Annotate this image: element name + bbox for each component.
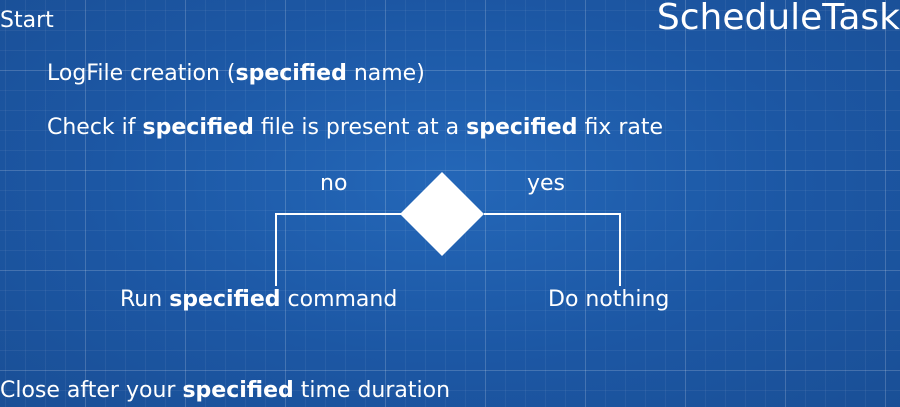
decision-no-label: no xyxy=(320,171,348,196)
close-text-b: specified xyxy=(182,378,294,403)
close-text-c: time duration xyxy=(293,378,451,403)
step2-text-e: fix rate xyxy=(577,115,664,140)
decision-yes-label: yes xyxy=(527,171,566,196)
start-label: Start xyxy=(0,8,54,33)
step2-text-b: specified xyxy=(142,115,254,140)
step-close: Close after your specified time duration xyxy=(0,380,450,402)
branch-no-text-a: Run xyxy=(120,287,170,312)
step1-text-c: name) xyxy=(346,61,425,86)
no-branch-connector xyxy=(275,213,402,286)
branch-run-command: Run specified command xyxy=(120,289,397,311)
step2-text-c: file is present at a xyxy=(253,115,467,140)
step-logfile-creation: LogFile creation (specified name) xyxy=(47,63,425,85)
close-text-a: Close after your xyxy=(0,378,183,403)
branch-do-nothing: Do nothing xyxy=(548,287,670,312)
branch-no-text-c: command xyxy=(280,287,398,312)
branch-no-text-b: specified xyxy=(169,287,281,312)
diagram-title: ScheduleTask xyxy=(656,0,900,38)
step1-text-a: LogFile creation ( xyxy=(47,61,236,86)
step2-text-a: Check if xyxy=(47,115,143,140)
decision-diamond xyxy=(400,172,484,256)
step-check-file: Check if specified file is present at a … xyxy=(47,117,663,139)
yes-branch-connector xyxy=(484,213,621,286)
step1-text-b: specified xyxy=(235,61,347,86)
step2-text-d: specified xyxy=(466,115,578,140)
